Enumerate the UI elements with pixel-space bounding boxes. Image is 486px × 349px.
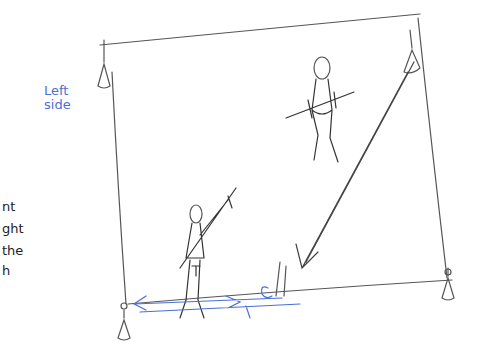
front-edge xyxy=(128,280,452,304)
figure-with-bar xyxy=(286,79,354,162)
figure-head xyxy=(190,205,202,223)
mark-one xyxy=(192,266,200,276)
right-edge xyxy=(418,18,447,278)
floor-arrows xyxy=(134,296,300,318)
left-edge xyxy=(112,72,126,304)
margin-note: nt xyxy=(2,200,32,214)
mark-c xyxy=(262,287,272,298)
movement-arrow xyxy=(296,62,414,268)
figure-head xyxy=(314,57,330,79)
margin-note: ght xyxy=(2,222,36,236)
light-cone xyxy=(118,310,130,340)
light-cone xyxy=(442,268,454,300)
marker xyxy=(276,262,286,296)
light-head xyxy=(121,303,127,309)
side-note: Left side xyxy=(44,84,84,111)
light-head xyxy=(445,269,451,275)
margin-note: the xyxy=(2,244,36,258)
margin-note: h xyxy=(2,264,32,278)
light-cone xyxy=(98,40,110,88)
figure-with-stick xyxy=(180,188,236,318)
back-edge xyxy=(100,14,420,45)
